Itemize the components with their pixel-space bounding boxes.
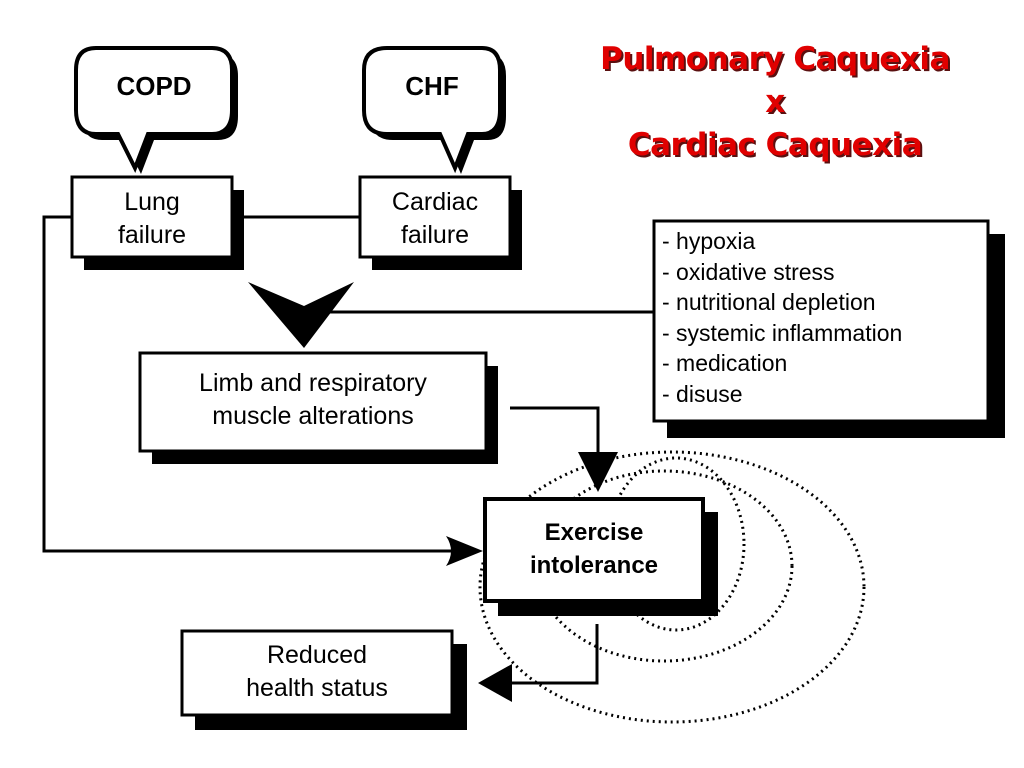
reduced-health-box (180, 629, 454, 717)
outer-ring (478, 450, 866, 724)
title-line-3: Cardiac Caquexia (627, 127, 923, 163)
chf-label: CHF (405, 71, 459, 101)
reduced-health-label: Reduced health status (182, 639, 452, 705)
muscle-alterations-line-2: muscle alterations (212, 402, 414, 430)
diagram-boxes (70, 175, 1005, 730)
arrowhead-to-health (478, 664, 512, 702)
lung-to-exercise-line (42, 215, 470, 553)
exercise-intolerance-line-2: intolerance (529, 552, 659, 579)
cardiac-failure-label: Cardiac failure (360, 186, 510, 252)
chf-speech-bubble (362, 46, 506, 174)
reduced-health-line-1: Reduced (266, 641, 368, 669)
inner-ring (606, 456, 746, 632)
exercise-intolerance-line-1: Exercise (544, 519, 644, 546)
cardiac-failure-line-1: Cardiac (391, 188, 479, 216)
slide-title: Pulmonary Caquexia x Cardiac Caquexia (560, 38, 990, 167)
arrowhead-to-exercise-left (446, 536, 483, 566)
lung-failure-label: Lung failure (72, 186, 232, 252)
factor-item: - systemic inflammation (662, 319, 903, 346)
lung-failure-line-2: failure (117, 221, 187, 249)
lung-failure-box (70, 175, 234, 259)
factors-list: - hypoxia - oxidative stress - nutrition… (662, 226, 902, 410)
merge-chevron (248, 282, 354, 348)
reduced-health-line-2: health status (246, 674, 388, 702)
title-line-2: x (765, 84, 785, 120)
muscle-to-exercise-line (510, 406, 600, 466)
dotted-rings (478, 450, 866, 724)
copd-label: COPD (116, 71, 192, 101)
copd-speech-bubble (74, 46, 238, 174)
lung-failure-line-1: Lung (124, 188, 180, 216)
cardiac-failure-line-2: failure (400, 221, 470, 249)
muscle-alterations-box (138, 351, 488, 453)
factor-item: - disuse (662, 380, 743, 407)
factor-item: - hypoxia (662, 228, 756, 254)
middle-ring (534, 469, 794, 663)
factor-item: - nutritional depletion (662, 289, 876, 316)
arrowheads (248, 282, 618, 702)
factor-item: - medication (662, 350, 788, 377)
factor-item: - oxidative stress (662, 258, 835, 285)
factors-box (652, 219, 990, 423)
exercise-to-health-line (505, 624, 599, 685)
connectors (42, 215, 654, 685)
muscle-alterations-line-1: Limb and respiratory (199, 369, 427, 397)
exercise-intolerance-label: Exercise intolerance (485, 516, 703, 582)
title-line-1: Pulmonary Caquexia (600, 41, 950, 77)
muscle-alterations-label: Limb and respiratory muscle alterations (140, 367, 486, 433)
arrowhead-to-exercise-top (578, 452, 618, 492)
exercise-intolerance-box (483, 497, 705, 603)
cardiac-failure-box (358, 175, 512, 259)
